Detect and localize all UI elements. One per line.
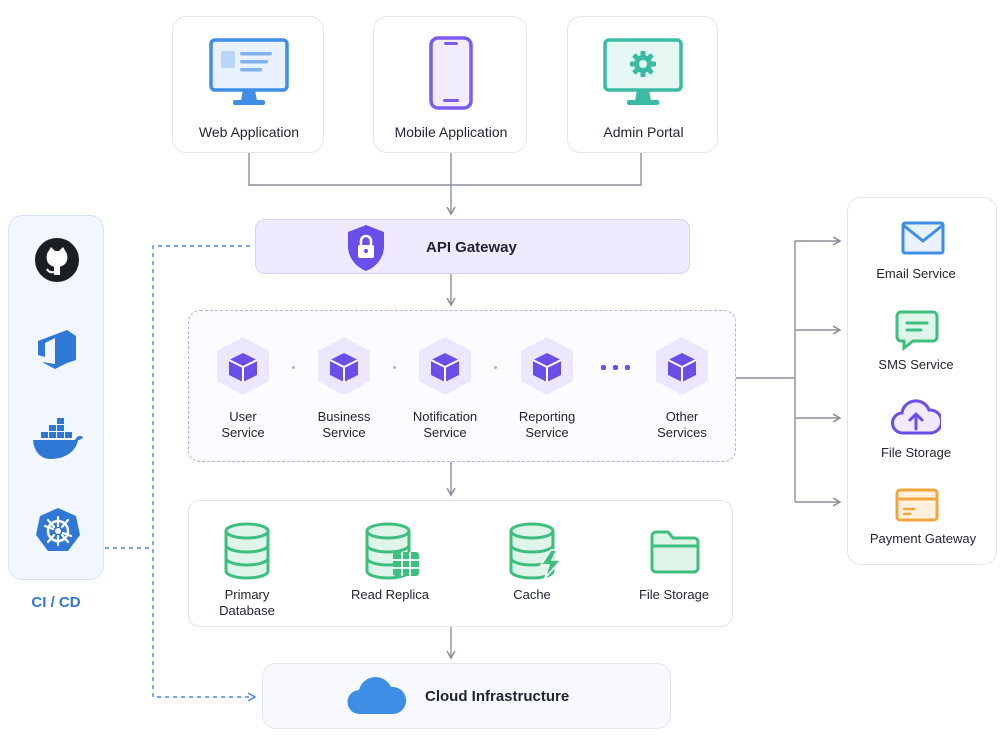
service-label: Other Services — [657, 409, 707, 440]
folder-icon — [650, 530, 700, 574]
separator-dot — [393, 366, 396, 369]
external-file-storage[interactable]: File Storage — [848, 397, 998, 467]
external-label: File Storage — [880, 445, 952, 460]
database-grid-icon — [365, 522, 419, 580]
credit-card-icon — [895, 488, 939, 522]
client-label: Web Application — [198, 124, 300, 140]
data-label: Primary Database — [219, 587, 275, 618]
service-label: Business Service — [317, 409, 371, 440]
chat-bubble-icon — [895, 310, 939, 351]
cube-hexagon-icon — [521, 337, 573, 395]
data-primary-database[interactable]: Primary Database — [206, 522, 288, 622]
cloud-infrastructure[interactable]: Cloud Infrastructure — [262, 663, 671, 729]
external-email-service[interactable]: Email Service — [848, 218, 998, 288]
ellipsis-dot — [601, 365, 606, 370]
external-sms-service[interactable]: SMS Service — [848, 309, 998, 379]
separator-dot — [292, 366, 295, 369]
azure-devops-icon — [38, 330, 76, 369]
admin-monitor-gear-icon — [603, 38, 683, 105]
ellipsis-dot — [613, 365, 618, 370]
client-label: Admin Portal — [603, 124, 684, 140]
external-label: Email Service — [876, 266, 956, 281]
data-layer-group — [188, 500, 733, 627]
cube-hexagon-icon — [419, 337, 471, 395]
cube-hexagon-icon — [217, 337, 269, 395]
cicd-pipeline-panel — [8, 215, 104, 580]
cube-hexagon-icon — [656, 337, 708, 395]
service-reporting[interactable]: Reporting Service — [511, 335, 583, 445]
cube-hexagon-icon — [318, 337, 370, 395]
service-label: Reporting Service — [518, 409, 576, 440]
cloud-upload-icon — [891, 399, 941, 435]
data-label: Read Replica — [350, 587, 430, 602]
external-services-panel: Email Service SMS Service File Storage P… — [847, 197, 997, 565]
separator-dot — [494, 366, 497, 369]
github-icon — [35, 238, 79, 282]
data-label: Cache — [513, 587, 551, 602]
api-gateway-label: API Gateway — [426, 239, 517, 256]
microservices-group — [188, 310, 736, 462]
api-gateway[interactable]: API Gateway — [255, 219, 690, 274]
cloud-infrastructure-label: Cloud Infrastructure — [425, 688, 570, 705]
external-label: SMS Service — [878, 357, 954, 372]
shield-lock-icon — [348, 225, 384, 271]
service-label: User Service — [221, 409, 265, 440]
data-read-replica[interactable]: Read Replica — [349, 522, 431, 622]
ellipsis-dot — [625, 365, 630, 370]
external-payment-gateway[interactable]: Payment Gateway — [848, 485, 998, 555]
external-label: Payment Gateway — [869, 531, 977, 546]
cicd-label: CI / CD — [31, 594, 81, 611]
service-business[interactable]: Business Service — [308, 335, 380, 445]
service-label: Notification Service — [412, 409, 478, 440]
database-bolt-icon — [509, 522, 563, 580]
monitor-icon — [209, 38, 289, 105]
database-icon — [224, 522, 270, 580]
data-cache[interactable]: Cache — [491, 522, 573, 622]
client-mobile-application[interactable]: Mobile Application — [373, 16, 527, 153]
mobile-phone-icon — [429, 36, 473, 110]
data-file-storage[interactable]: File Storage — [633, 522, 715, 622]
envelope-icon — [901, 221, 945, 255]
docker-icon — [33, 418, 83, 459]
client-admin-portal[interactable]: Admin Portal — [567, 16, 718, 153]
service-notification[interactable]: Notification Service — [409, 335, 481, 445]
service-other[interactable]: Other Services — [646, 335, 718, 445]
client-label: Mobile Application — [394, 124, 508, 140]
cloud-icon — [347, 677, 407, 715]
kubernetes-icon — [36, 508, 80, 551]
data-label: File Storage — [638, 587, 710, 602]
client-web-application[interactable]: Web Application — [172, 16, 324, 153]
service-user[interactable]: User Service — [207, 335, 279, 445]
